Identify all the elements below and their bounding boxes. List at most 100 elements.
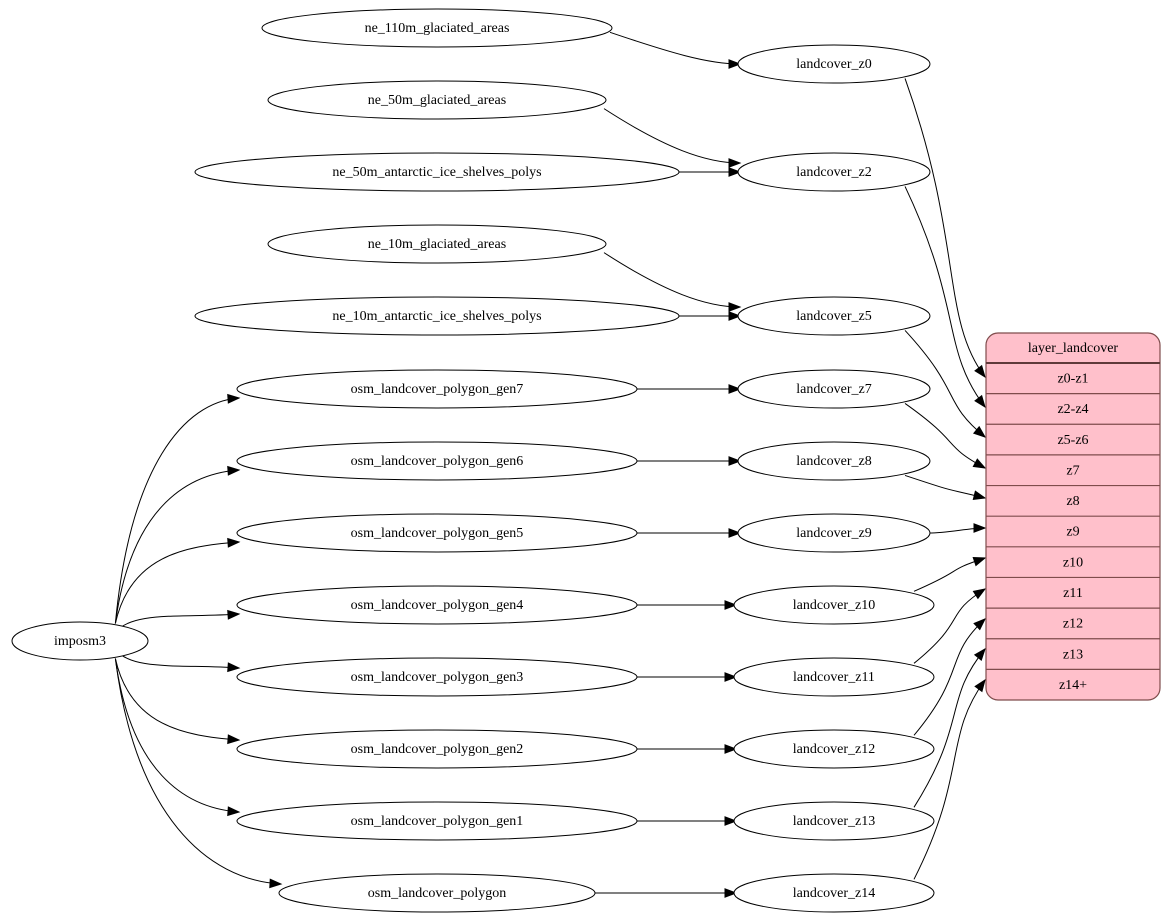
node-imposm3[interactable]: imposm3	[11, 621, 149, 661]
table-header-label: layer_landcover	[1028, 341, 1119, 356]
node-landcover_z8[interactable]: landcover_z8	[737, 441, 931, 481]
node-ne_10m_antarctic_ice_shelves_polys[interactable]: ne_10m_antarctic_ice_shelves_polys	[194, 296, 680, 336]
node-osm_landcover_polygon_gen2[interactable]: osm_landcover_polygon_gen2	[236, 729, 638, 769]
node-osm_landcover_polygon_gen1[interactable]: osm_landcover_polygon_gen1	[236, 801, 638, 841]
node-osm_landcover_polygon_gen7[interactable]: osm_landcover_polygon_gen7	[236, 369, 638, 409]
node-landcover_z2[interactable]: landcover_z2	[737, 152, 931, 192]
node-landcover_z0[interactable]: landcover_z0	[737, 44, 931, 84]
edge-landcover_z11-to-table-row-7-arrowhead	[972, 588, 987, 600]
edge-ne_10m_antarctic_ice_shelves_polys-to-landcover_z5-arrowhead	[728, 311, 742, 321]
node-osm_landcover_polygon_gen6[interactable]: osm_landcover_polygon_gen6	[236, 441, 638, 481]
table-row-label-z14+[interactable]: z14+	[1059, 678, 1087, 693]
node-osm_landcover_polygon_gen3-label: osm_landcover_polygon_gen3	[351, 670, 524, 685]
table-row-label-z0-z1[interactable]: z0-z1	[1057, 372, 1088, 387]
node-landcover_z9-shape	[737, 513, 931, 553]
edge-imposm3-to-osm_landcover_polygon_gen2	[114, 658, 240, 741]
edge-landcover_z11-to-table-row-7	[913, 588, 986, 664]
node-ne_10m_glaciated_areas[interactable]: ne_10m_glaciated_areas	[267, 224, 607, 264]
edge-imposm3-to-osm_landcover_polygon_gen7-arrowhead	[227, 393, 241, 404]
edge-landcover_z14-to-table-row-10-arrowhead	[974, 678, 986, 693]
edge-landcover_z8-to-table-row-4-arrowhead	[972, 490, 987, 500]
node-ne_50m_antarctic_ice_shelves_polys[interactable]: ne_50m_antarctic_ice_shelves_polys	[194, 152, 680, 192]
edge-ne_50m_glaciated_areas-to-landcover_z2-arrowhead	[728, 158, 742, 168]
edge-imposm3-to-osm_landcover_polygon	[114, 658, 282, 885]
table-row-label-z2-z4[interactable]: z2-z4	[1057, 402, 1088, 417]
node-landcover_z11-label: landcover_z11	[793, 670, 875, 685]
edge-imposm3-to-osm_landcover_polygon_gen5-arrowhead	[227, 537, 241, 548]
edge-ne_110m_glaciated_areas-to-landcover_z0-arrowhead	[728, 59, 742, 69]
node-landcover_z0-label: landcover_z0	[796, 57, 871, 72]
node-ne_10m_antarctic_ice_shelves_polys-shape	[194, 296, 680, 336]
edge-landcover_z2-to-table-row-1-arrowhead	[974, 394, 986, 409]
node-imposm3-shape	[11, 621, 149, 661]
node-landcover_z10-shape	[733, 585, 935, 625]
edge-landcover_z2-to-table-row-1	[904, 186, 986, 408]
node-ne_10m_glaciated_areas-shape	[267, 224, 607, 264]
node-osm_landcover_polygon_gen6-label: osm_landcover_polygon_gen6	[351, 454, 524, 469]
edge-ne_10m_glaciated_areas-to-landcover_z5-arrowhead	[728, 302, 742, 312]
node-ne_50m_glaciated_areas-shape	[267, 80, 607, 120]
table-row-label-z10[interactable]: z10	[1063, 555, 1083, 570]
table-row-label-z11[interactable]: z11	[1063, 586, 1083, 601]
edge-imposm3-to-osm_landcover_polygon_gen6	[114, 469, 240, 624]
node-ne_10m_antarctic_ice_shelves_polys-label: ne_10m_antarctic_ice_shelves_polys	[332, 309, 541, 324]
node-landcover_z2-label: landcover_z2	[796, 165, 871, 180]
table-row-label-z5-z6[interactable]: z5-z6	[1057, 433, 1088, 448]
edge-imposm3-to-osm_landcover_polygon_gen6-arrowhead	[227, 465, 241, 476]
edge-ne_10m_glaciated_areas-to-landcover_z5	[603, 252, 741, 308]
node-landcover_z8-shape	[737, 441, 931, 481]
node-landcover_z9[interactable]: landcover_z9	[737, 513, 931, 553]
node-ne_50m_antarctic_ice_shelves_polys-shape	[194, 152, 680, 192]
node-osm_landcover_polygon_gen4[interactable]: osm_landcover_polygon_gen4	[236, 585, 638, 625]
node-landcover_z7-shape	[737, 369, 931, 409]
node-landcover_z10-label: landcover_z10	[793, 598, 875, 613]
table-row-label-z12[interactable]: z12	[1063, 617, 1083, 632]
node-ne_110m_glaciated_areas[interactable]: ne_110m_glaciated_areas	[261, 8, 613, 48]
edge-landcover_z12-to-table-row-8-arrowhead	[973, 618, 987, 631]
edge-imposm3-to-osm_landcover_polygon_gen5	[114, 541, 240, 624]
edge-imposm3-to-osm_landcover_polygon_gen1	[114, 658, 240, 813]
node-osm_landcover_polygon_gen5[interactable]: osm_landcover_polygon_gen5	[236, 513, 638, 553]
edge-imposm3-to-osm_landcover_polygon_gen2-arrowhead	[227, 734, 241, 745]
edge-osm_landcover_polygon_gen4-to-landcover_z10-arrowhead	[724, 600, 738, 610]
edge-imposm3-to-osm_landcover_polygon_gen1-arrowhead	[227, 806, 241, 817]
table-layer-landcover[interactable]: layer_landcover z0-z1 z2-z4 z5-z6 z7 z8 z9 z10 z…	[985, 332, 1161, 701]
table-row-label-z8[interactable]: z8	[1066, 494, 1079, 509]
node-landcover_z13[interactable]: landcover_z13	[733, 801, 935, 841]
edge-imposm3-to-osm_landcover_polygon_gen3-arrowhead	[227, 662, 241, 673]
node-osm_landcover_polygon[interactable]: osm_landcover_polygon	[278, 873, 596, 913]
edge-ne_50m_glaciated_areas-to-landcover_z2	[603, 108, 741, 164]
node-ne_50m_glaciated_areas[interactable]: ne_50m_glaciated_areas	[267, 80, 607, 120]
node-imposm3-label: imposm3	[54, 634, 106, 649]
edge-landcover_z12-to-table-row-8	[913, 618, 986, 736]
edge-imposm3-to-osm_landcover_polygon_gen4-arrowhead	[227, 609, 241, 620]
table-row-label-z13[interactable]: z13	[1063, 647, 1083, 662]
node-landcover_z5[interactable]: landcover_z5	[737, 296, 931, 336]
node-ne_10m_glaciated_areas-label: ne_10m_glaciated_areas	[368, 237, 506, 252]
node-osm_landcover_polygon-shape	[278, 873, 596, 913]
node-osm_landcover_polygon_gen5-shape	[236, 513, 638, 553]
edge-landcover_z0-to-table-row-0-arrowhead	[974, 364, 986, 379]
table-row-label-z7[interactable]: z7	[1066, 463, 1079, 478]
edge-osm_landcover_polygon_gen7-to-landcover_z7-arrowhead	[728, 384, 742, 394]
edge-landcover_z5-to-table-row-2-arrowhead	[972, 425, 987, 438]
node-layer: imposm3 ne_110m_glaciated_areas ne_50m_gla…	[11, 8, 935, 913]
node-osm_landcover_polygon_gen2-label: osm_landcover_polygon_gen2	[351, 742, 524, 757]
node-osm_landcover_polygon_gen6-shape	[236, 441, 638, 481]
node-ne_50m_antarctic_ice_shelves_polys-label: ne_50m_antarctic_ice_shelves_polys	[332, 165, 541, 180]
node-landcover_z11[interactable]: landcover_z11	[733, 657, 935, 697]
table-row-label-z9[interactable]: z9	[1066, 525, 1079, 540]
edge-landcover_z10-to-table-row-6-arrowhead	[972, 556, 987, 567]
node-osm_landcover_polygon_gen7-label: osm_landcover_polygon_gen7	[351, 382, 524, 397]
node-landcover_z12[interactable]: landcover_z12	[733, 729, 935, 769]
node-osm_landcover_polygon_gen3[interactable]: osm_landcover_polygon_gen3	[236, 657, 638, 697]
node-landcover_z7[interactable]: landcover_z7	[737, 369, 931, 409]
edge-osm_landcover_polygon_gen5-to-landcover_z9-arrowhead	[728, 528, 742, 538]
node-osm_landcover_polygon_gen1-shape	[236, 801, 638, 841]
node-landcover_z14[interactable]: landcover_z14	[733, 873, 935, 913]
edge-imposm3-to-osm_landcover_polygon_gen7	[114, 397, 240, 624]
node-landcover_z10[interactable]: landcover_z10	[733, 585, 935, 625]
node-landcover_z14-shape	[733, 873, 935, 913]
node-landcover_z11-shape	[733, 657, 935, 697]
edge-landcover_z13-to-table-row-9-arrowhead	[973, 647, 986, 662]
